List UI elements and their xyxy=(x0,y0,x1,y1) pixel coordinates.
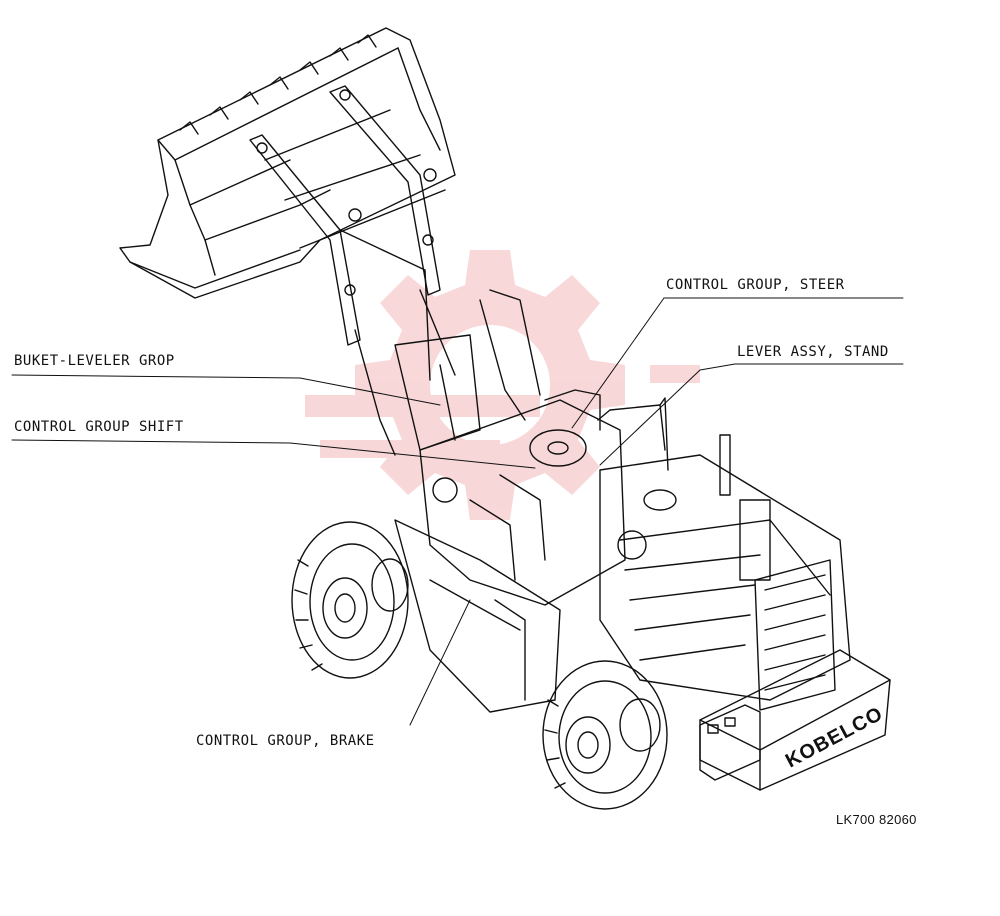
shift-leader xyxy=(11,439,536,469)
callout-lever-assy-stand: LEVER ASSY, STAND xyxy=(737,344,889,360)
front-frame xyxy=(394,519,561,713)
callout-bucket-leveler-group: BUKET-LEVELER GROP xyxy=(14,353,175,369)
callout-control-group-shift: CONTROL GROUP SHIFT xyxy=(14,419,184,435)
lever-leader xyxy=(599,363,736,466)
callout-control-group-brake: CONTROL GROUP, BRAKE xyxy=(196,733,375,749)
steer-leader xyxy=(571,297,665,429)
reference-code: LK700 82060 xyxy=(836,812,917,827)
svg-text:KOBELCO: KOBELCO xyxy=(782,703,887,773)
battery-box xyxy=(699,704,761,781)
leveler-leader xyxy=(11,374,441,406)
callout-control-group-steer: CONTROL GROUP, STEER xyxy=(666,277,845,293)
leader-lines xyxy=(11,297,904,726)
lift-arms xyxy=(249,85,541,456)
wheel-front-left xyxy=(291,521,409,679)
bucket xyxy=(119,27,456,299)
operator-station xyxy=(419,389,669,606)
wheel-rear-left xyxy=(542,660,668,810)
brake-leader xyxy=(409,599,471,726)
